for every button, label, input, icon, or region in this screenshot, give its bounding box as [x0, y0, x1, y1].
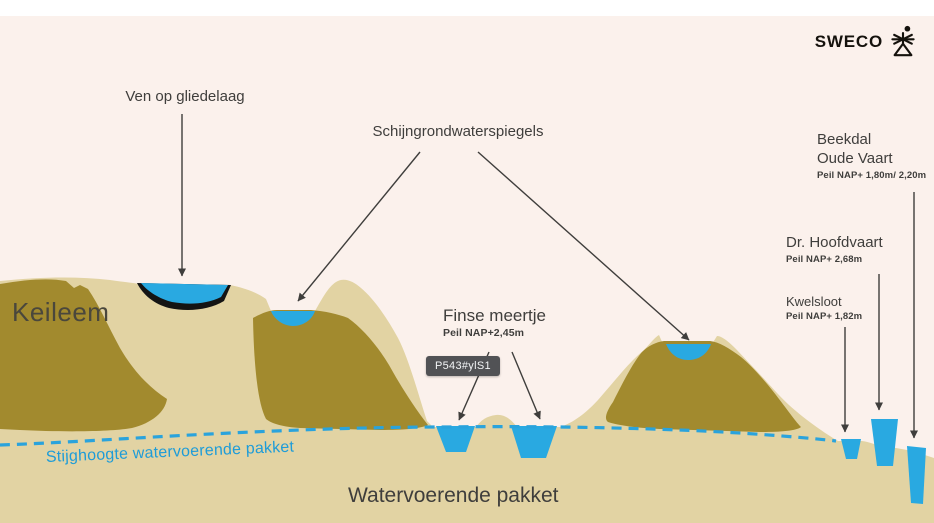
- beekdal-water: [907, 446, 926, 504]
- sweco-logo: SWECO: [815, 25, 918, 58]
- kwelsloot-title: Kwelsloot: [786, 294, 842, 309]
- beekdal-peil: Peil NAP+ 1,80m/ 2,20m: [817, 169, 927, 181]
- perched-pond-right: [666, 344, 711, 360]
- sweco-wordmark: SWECO: [814, 31, 883, 51]
- keileem-layer-left: [0, 279, 167, 432]
- sand-terrain: [0, 277, 934, 523]
- hoofdvaart-peil: Peil NAP+ 2,68m: [786, 253, 863, 265]
- kwelsloot-water: [841, 439, 861, 459]
- finse-meertje-title: Finse meertje: [443, 306, 546, 325]
- ven-label: Ven op gliedelaag: [125, 88, 245, 105]
- annotation-arrows: [178, 114, 918, 439]
- ven-water: [141, 283, 228, 304]
- finse-meertje-peil: Peil NAP+2,45m: [443, 327, 525, 340]
- arrow-schijngrondwater-right: [477, 151, 690, 341]
- stijghoogte-dashed-line: [0, 425, 837, 447]
- watervoerende-pakket-label: Watervoerende pakket: [348, 484, 559, 507]
- sweco-person-icon: [891, 25, 915, 57]
- perched-pond-left: [271, 311, 315, 326]
- hoofdvaart-water: [871, 419, 898, 466]
- keileem-label: Keileem: [12, 297, 110, 327]
- kwelsloot-peil: Peil NAP+ 1,82m: [786, 311, 863, 323]
- beekdal-title-line1: Beekdal: [817, 131, 872, 148]
- kwelsloot-label: Kwelsloot Peil NAP+ 1,82m: [786, 294, 862, 323]
- finse-meertje-label: Finse meertje Peil NAP+2,45m: [443, 305, 546, 340]
- schijngrondwater-label: Schijngrondwaterspiegels: [372, 123, 544, 140]
- keileem-layer-right: [605, 341, 801, 432]
- finse-meertje-water-right: [511, 426, 557, 458]
- arrow-schijngrondwater-left: [297, 151, 421, 302]
- finse-meertje-water-left: [436, 426, 475, 452]
- keileem-layer-middle: [253, 310, 428, 430]
- beekdal-label: Beekdal Oude Vaart Peil NAP+ 1,80m/ 2,20…: [817, 131, 926, 181]
- point-tag-tooltip[interactable]: P543#ylS1: [426, 356, 500, 376]
- arrow-finse-right: [511, 351, 541, 420]
- beekdal-title-line2: Oude Vaart: [817, 149, 893, 167]
- hoofdvaart-label: Dr. Hoofdvaart Peil NAP+ 2,68m: [786, 234, 883, 266]
- hoofdvaart-title: Dr. Hoofdvaart: [786, 234, 883, 251]
